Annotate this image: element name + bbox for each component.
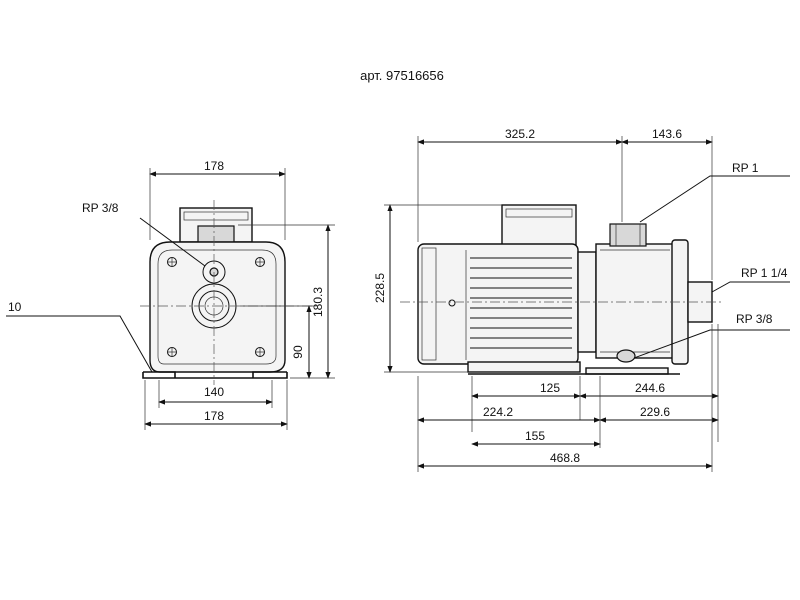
label-front-drain-port: RP 3/8 bbox=[82, 201, 119, 215]
side-view: 325.2 143.6 228.5 RP 1 RP 1 1/4 RP 3/8 1… bbox=[373, 127, 790, 472]
motor-terminal-box bbox=[501, 204, 577, 246]
dim-front-width-top: 178 bbox=[204, 159, 224, 173]
dim-outlet-offset: 143.6 bbox=[652, 127, 682, 141]
dim-125: 125 bbox=[540, 381, 560, 395]
drawing-title: арт. 97516656 bbox=[360, 68, 444, 83]
label-outlet-port: RP 1 bbox=[732, 161, 759, 175]
dim-229-6: 229.6 bbox=[640, 405, 670, 419]
pump-foot bbox=[585, 367, 669, 375]
dim-overall-length: 468.8 bbox=[550, 451, 580, 465]
dim-front-axis-height: 90 bbox=[291, 345, 305, 359]
front-outlet-port bbox=[197, 225, 235, 243]
motor-foot bbox=[467, 361, 581, 373]
dim-155: 155 bbox=[525, 429, 545, 443]
dim-front-width-bottom: 178 bbox=[204, 409, 224, 423]
label-side-drain-port: RP 3/8 bbox=[736, 312, 773, 326]
pump-drain-plug bbox=[616, 349, 636, 363]
motor-screw-icon bbox=[448, 299, 456, 307]
front-view: 178 140 178 180.3 90 10 RP 3/8 bbox=[6, 159, 335, 430]
motor-cooling-fins bbox=[470, 257, 572, 349]
motor-body bbox=[417, 243, 579, 365]
dim-motor-length: 325.2 bbox=[505, 127, 535, 141]
pump-sleeve bbox=[595, 243, 675, 359]
dim-244-6: 244.6 bbox=[635, 381, 665, 395]
pump-outlet-port bbox=[609, 223, 647, 247]
dim-foot-thickness: 10 bbox=[8, 300, 22, 314]
dim-front-foot-span: 140 bbox=[204, 385, 224, 399]
label-inlet-port: RP 1 1/4 bbox=[741, 266, 788, 280]
dim-224-2: 224.2 bbox=[483, 405, 513, 419]
dim-front-height: 180.3 bbox=[311, 287, 325, 317]
front-feet bbox=[143, 371, 287, 378]
dim-side-height: 228.5 bbox=[373, 273, 387, 303]
